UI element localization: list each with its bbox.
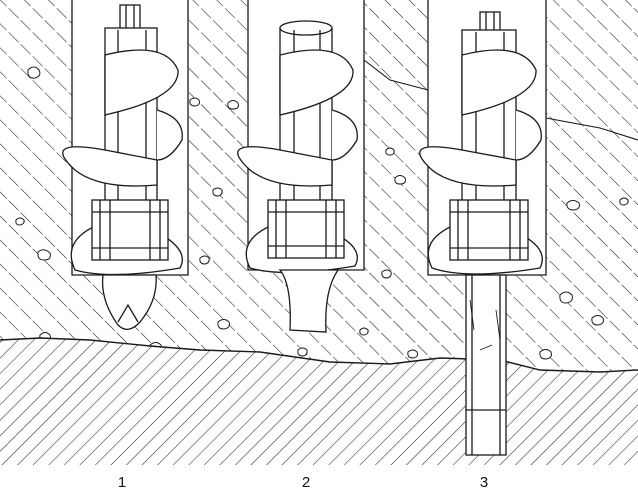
slope-line-2 (363, 59, 429, 91)
sampling-tube-3 (465, 274, 507, 456)
stratum-boundary (0, 337, 638, 373)
panel-label-3: 3 (479, 474, 489, 491)
panel-label-1: 1 (117, 474, 127, 491)
flat-plug-2 (278, 269, 340, 333)
auger-3 (419, 11, 543, 456)
coupling-1 (91, 199, 169, 261)
pointed-bit-1 (101, 274, 157, 330)
pebbles (15, 66, 629, 360)
auger-2 (237, 20, 358, 333)
panel-label-2: 2 (301, 474, 311, 491)
coupling-2 (267, 199, 345, 259)
coupling-3 (449, 199, 529, 261)
auger-1 (62, 4, 183, 330)
slope-line (545, 117, 638, 141)
